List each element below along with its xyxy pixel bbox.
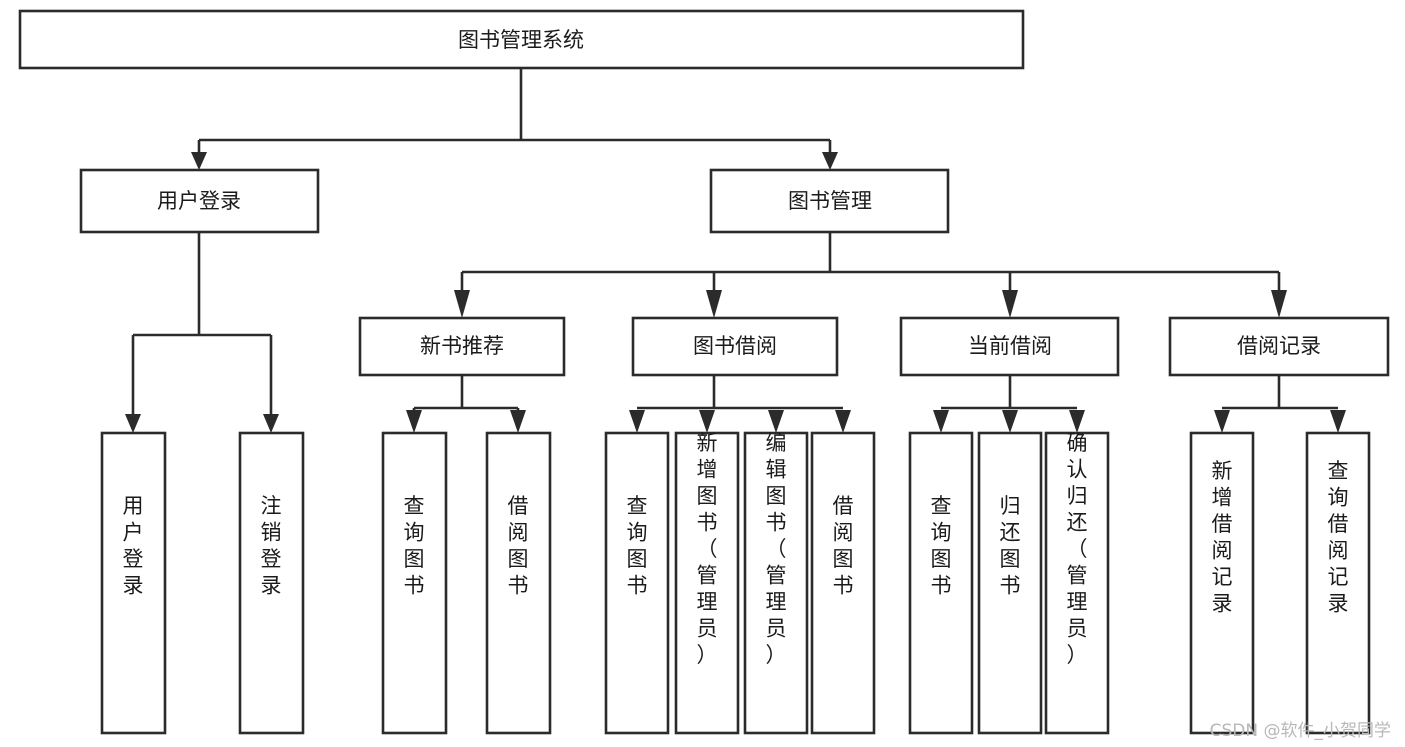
leaf-borrow-book-2-box[interactable] xyxy=(810,431,876,735)
leaf-borrow-book-2[interactable]: 借阅图书 xyxy=(810,431,876,735)
leaf-query-book-3-label: 查询图书 xyxy=(931,494,952,598)
node-new-book-recommend-label: 新书推荐 xyxy=(420,334,504,358)
arrow-head-leaf-confirm-return xyxy=(1069,410,1085,433)
node-current-borrow-label: 当前借阅 xyxy=(968,334,1052,358)
arrow-head-leaf-return-book xyxy=(1002,410,1018,433)
leaf-query-book-3-box[interactable] xyxy=(908,431,974,735)
node-new-book-recommend-box[interactable] xyxy=(358,316,566,377)
node-root-label: 图书管理系统 xyxy=(458,28,584,52)
node-user-login-label: 用户登录 xyxy=(157,189,241,213)
node-book-manage[interactable]: 图书管理 xyxy=(709,168,950,234)
leaf-user-login-label: 用户登录 xyxy=(123,494,144,598)
leaf-query-record-label: 查询借阅记录 xyxy=(1328,459,1349,616)
leaf-return-book-label: 归还图书 xyxy=(1000,494,1021,598)
node-user-login-box[interactable] xyxy=(79,168,320,234)
leaf-edit-book-label: 编辑图书（管理员） xyxy=(766,431,787,667)
leaf-user-logout[interactable]: 注销登录 xyxy=(238,431,305,735)
arrow-head-book-borrow xyxy=(706,290,722,318)
leaf-user-login[interactable]: 用户登录 xyxy=(100,431,167,735)
leaf-user-logout-label: 注销登录 xyxy=(261,494,282,598)
node-borrow-record-box[interactable] xyxy=(1168,316,1390,377)
node-book-manage-label: 图书管理 xyxy=(788,189,872,213)
node-book-manage-box[interactable] xyxy=(709,168,950,234)
arrow-head-leaf-borrow-book-2 xyxy=(835,410,851,433)
arrow-head-leaf-query-book-1 xyxy=(406,410,422,433)
node-current-borrow[interactable]: 当前借阅 xyxy=(899,316,1120,377)
arrow-head-leaf-query-book-3 xyxy=(933,410,949,433)
arrow-head-leaf-user-logout xyxy=(263,414,279,433)
leaf-borrow-book-2-label: 借阅图书 xyxy=(833,494,854,598)
leaf-add-record[interactable]: 新增借阅记录 xyxy=(1189,431,1255,735)
leaf-query-book-2[interactable]: 查询图书 xyxy=(604,431,670,735)
leaf-query-book-1-box[interactable] xyxy=(381,431,448,735)
leaf-add-book-label: 新增图书（管理员） xyxy=(697,431,718,667)
node-book-borrow-label: 图书借阅 xyxy=(693,334,777,358)
node-new-book-recommend[interactable]: 新书推荐 xyxy=(358,316,566,377)
leaf-query-book-1[interactable]: 查询图书 xyxy=(381,431,448,735)
arrow-head-borrow-record xyxy=(1271,290,1287,318)
leaf-query-book-2-label: 查询图书 xyxy=(627,494,648,598)
leaf-user-logout-box[interactable] xyxy=(238,431,305,735)
leaf-confirm-return-box[interactable] xyxy=(1044,431,1110,735)
leaf-query-record-box[interactable] xyxy=(1305,431,1371,735)
arrow-head-leaf-user-login xyxy=(125,414,141,433)
arrow-head-leaf-query-record xyxy=(1330,410,1346,433)
leaf-query-book-2-box[interactable] xyxy=(604,431,670,735)
leaf-confirm-return-label: 确认归还（管理员） xyxy=(1067,431,1088,667)
leaf-confirm-return[interactable]: 确认归还（管理员） xyxy=(1044,431,1110,735)
node-borrow-record[interactable]: 借阅记录 xyxy=(1168,316,1390,377)
connector-layer xyxy=(125,68,1346,433)
node-book-borrow[interactable]: 图书借阅 xyxy=(631,316,839,377)
leaf-add-book[interactable]: 新增图书（管理员） xyxy=(674,431,740,735)
leaf-borrow-book-1-label: 借阅图书 xyxy=(508,494,529,598)
arrow-head-book-manage xyxy=(822,152,838,170)
node-borrow-record-label: 借阅记录 xyxy=(1237,334,1321,358)
leaf-query-book-3[interactable]: 查询图书 xyxy=(908,431,974,735)
leaf-edit-book[interactable]: 编辑图书（管理员） xyxy=(743,431,809,735)
leaf-return-book[interactable]: 归还图书 xyxy=(977,431,1043,735)
arrow-head-leaf-query-book-2 xyxy=(629,410,645,433)
leaf-query-record[interactable]: 查询借阅记录 xyxy=(1305,431,1371,735)
leaf-edit-book-box[interactable] xyxy=(743,431,809,735)
arrow-head-current-borrow xyxy=(1002,290,1018,318)
leaf-add-record-box[interactable] xyxy=(1189,431,1255,735)
leaf-user-login-box[interactable] xyxy=(100,431,167,735)
leaf-add-book-box[interactable] xyxy=(674,431,740,735)
csdn-watermark: CSDN @软件_小贺同学 xyxy=(1209,721,1391,741)
node-user-login[interactable]: 用户登录 xyxy=(79,168,320,234)
leaf-add-record-label: 新增借阅记录 xyxy=(1212,459,1233,616)
node-current-borrow-box[interactable] xyxy=(899,316,1120,377)
arrow-head-user-login xyxy=(191,152,207,170)
arrow-head-leaf-add-record xyxy=(1214,410,1230,433)
leaf-borrow-book-1-box[interactable] xyxy=(485,431,552,735)
leaf-return-book-box[interactable] xyxy=(977,431,1043,735)
arrow-head-new-book-recommend xyxy=(454,290,470,318)
arrow-head-leaf-add-book xyxy=(699,410,715,433)
leaf-borrow-book-1[interactable]: 借阅图书 xyxy=(485,431,552,735)
arrow-head-leaf-borrow-book-1 xyxy=(510,410,526,433)
node-book-borrow-box[interactable] xyxy=(631,316,839,377)
node-root[interactable]: 图书管理系统 xyxy=(18,9,1025,70)
arrow-head-leaf-edit-book xyxy=(768,410,784,433)
node-root-box[interactable] xyxy=(18,9,1025,70)
leaf-query-book-1-label: 查询图书 xyxy=(404,494,425,598)
